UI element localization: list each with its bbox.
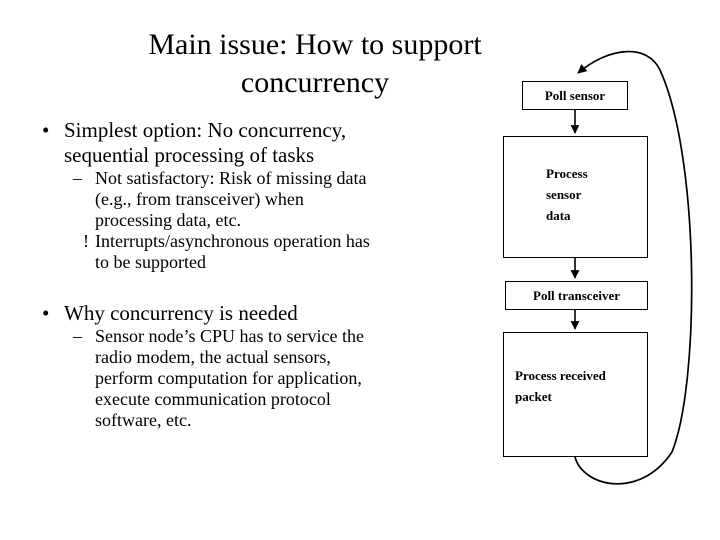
bullet-item-4: • Why concurrency is needed [0, 301, 500, 326]
bullet-list: • Simplest option: No concurrency, seque… [0, 118, 500, 431]
page-title-line-2: concurrency [240, 66, 390, 99]
bullet-text-line: radio modem, the actual sensors, [95, 347, 331, 367]
bullet-text-line: (e.g., from transceiver) when [95, 189, 304, 209]
bullet-text-line: Not satisfactory: Risk of missing data [95, 168, 367, 188]
flow-box-poll-transceiver[interactable]: Poll transceiver [505, 281, 648, 310]
bullet-text-line: Why concurrency is needed [64, 301, 298, 325]
flow-box-label: Poll sensor [544, 88, 606, 103]
page-title: Main issue: How to support concurrency [30, 26, 600, 102]
bullet-text-line: execute communication protocol [95, 389, 331, 409]
bullet-spacer [0, 273, 500, 301]
bullet-marker-dash: – [73, 168, 82, 188]
flow-box-label: Process [546, 166, 588, 181]
bullet-marker-dot: • [42, 301, 50, 325]
bullet-text-line: to be supported [95, 252, 206, 272]
bullet-marker-dot: • [42, 118, 50, 142]
flow-box-label: Poll transceiver [533, 288, 620, 303]
bullet-item-3: ! Interrupts/asynchronous operation has … [0, 231, 500, 273]
bullet-text-line: sequential processing of tasks [64, 143, 315, 167]
flow-box-label: packet [515, 389, 552, 404]
flow-box-label: Process received [515, 368, 606, 383]
bullet-text-line: processing data, etc. [95, 210, 241, 230]
bullet-text-line: Sensor node’s CPU has to service the [95, 326, 364, 346]
bullet-item-1: • Simplest option: No concurrency, seque… [0, 118, 500, 168]
bullet-marker-exclamation: ! [83, 231, 89, 251]
bullet-text-line: perform computation for application, [95, 368, 362, 388]
bullet-text-line: Interrupts/asynchronous operation has [95, 231, 370, 251]
page-title-line-1: Main issue: How to support [148, 28, 482, 61]
flow-box-poll-sensor[interactable]: Poll sensor [522, 81, 628, 110]
bullet-marker-dash: – [73, 326, 82, 346]
bullet-text-line: software, etc. [95, 410, 192, 430]
flow-box-label: data [546, 208, 571, 223]
bullet-text-line: Simplest option: No concurrency, [64, 118, 347, 142]
flow-box-process-sensor-data[interactable]: Process sensor data [503, 136, 648, 258]
bullet-item-2: – Not satisfactory: Risk of missing data… [0, 168, 500, 231]
flow-box-process-received-packet[interactable]: Process received packet [503, 332, 648, 457]
flow-box-label: sensor [546, 187, 582, 202]
bullet-item-5: – Sensor node’s CPU has to service the r… [0, 326, 500, 431]
